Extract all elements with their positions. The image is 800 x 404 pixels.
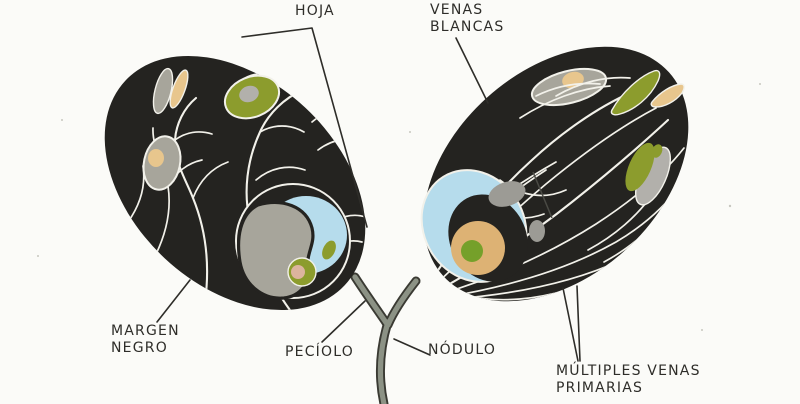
paper-speckles [37,83,761,331]
main-stem [377,319,391,404]
leader-lines [156,27,581,362]
right-leaf-spots [420,69,685,283]
label-margen-negro: MARGEN NEGRO [111,323,180,356]
olive-spot-gray-center [239,85,259,103]
right-leaf [420,46,695,302]
tan-circle-green-center [461,240,483,262]
label-venas-blancas: VENAS BLANCAS [430,2,505,35]
small-gray-blob [529,220,545,242]
label-nodulo: NÓDULO [428,342,497,358]
left-leaf-spots [142,67,351,300]
label-peciolo: PECÍOLO [285,344,354,360]
petiole-left [352,274,390,327]
crease-line [532,171,553,219]
leader-multiples-venas [562,285,581,362]
tan-teardrop-spot [650,83,685,108]
olive-pod-dot [651,144,663,158]
olive-pod-spot [625,142,655,192]
stem [350,272,421,404]
label-hoja: HOJA [295,3,335,19]
petiole-right [385,278,419,328]
olive-ring-tan-center [291,265,305,279]
leader-hoja [241,27,368,228]
olive-teardrop-spot [610,69,661,116]
left-leaf-blade [104,55,366,311]
leader-margen-negro [156,279,191,323]
small-olive-dot [322,240,336,260]
leader-venas-blancas [455,37,489,104]
tan-streak-spot [169,69,189,109]
leader-nodulo [393,338,431,356]
label-multiples-venas-primarias: MÚLTIPLES VENAS PRIMARIAS [556,363,701,396]
leader-peciolo [321,300,366,343]
gray-spot-tan-center [148,149,164,167]
left-leaf [104,55,369,324]
gray-blob-on-blue [488,181,526,207]
